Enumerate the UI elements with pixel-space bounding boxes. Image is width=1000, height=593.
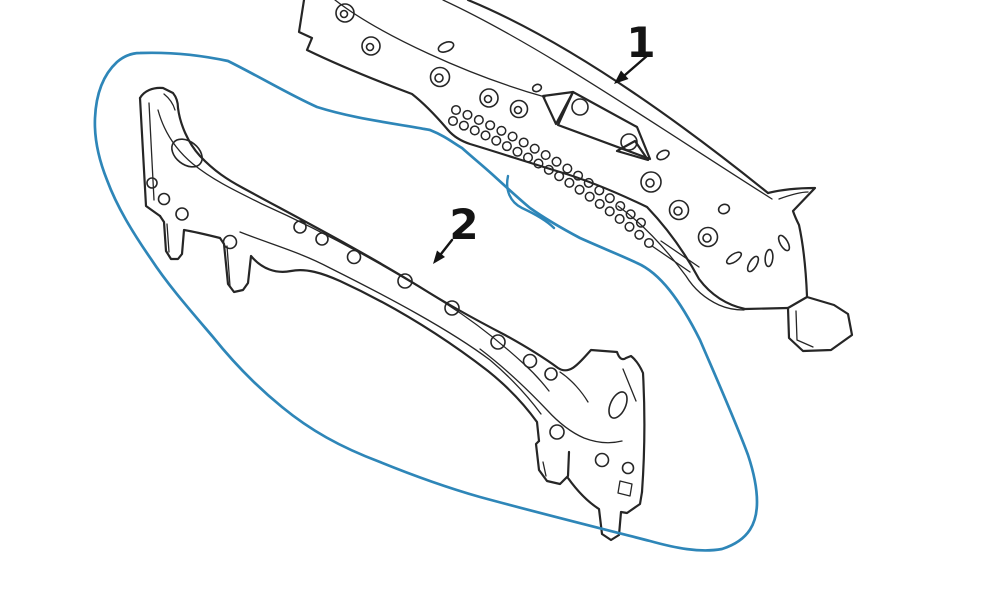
callout-1[interactable]: 1 [614, 18, 656, 84]
part1-foot-inner [795, 310, 814, 348]
part1-plate-gusset-right [615, 139, 650, 162]
part1-bottom-inner-edge [617, 205, 745, 311]
part1-flange-hatch [651, 240, 700, 273]
part2-feet [566, 476, 644, 542]
part2-crease-lower [239, 231, 542, 415]
callout-2-label[interactable]: 2 [449, 200, 478, 249]
perforation-dots [447, 104, 655, 249]
part1-fin [766, 186, 817, 298]
part2-bracket-notch [542, 461, 547, 477]
part-1-drawing[interactable] [297, 0, 854, 353]
part1-top-inner-edge [442, 0, 773, 200]
part2-flange-opening [171, 138, 203, 168]
selection-loop-closure [506, 174, 556, 230]
part2-inner-contour [479, 348, 623, 444]
part1-plate-gusset-left [541, 90, 575, 126]
callout-1-arrow [623, 53, 650, 77]
part2-endplate-hatch [622, 368, 637, 402]
part1-grommets [335, 3, 719, 248]
part2-outer-contour [138, 86, 646, 494]
part1-fin-inner [778, 191, 809, 200]
callout-1-arrowhead [614, 70, 629, 84]
part2-left-inner-edge [148, 102, 155, 201]
part2-corner-inner [163, 93, 176, 111]
part2-left-edge [138, 96, 162, 218]
part1-plate [556, 90, 652, 161]
part2-endplate-opening [608, 391, 628, 419]
selection-loop [93, 51, 759, 552]
part2-lower-bracket [534, 439, 571, 486]
part-2-drawing[interactable] [138, 86, 646, 542]
part2-holes [146, 177, 635, 475]
part1-bottom-edge [297, 0, 790, 311]
callout-2-arrowhead [433, 250, 445, 264]
part2-foot-notch [617, 480, 633, 497]
part1-foot-bracket [786, 295, 854, 353]
callout-1-label[interactable]: 1 [626, 18, 655, 67]
part2-tab-inner [166, 223, 231, 287]
callout-2-arrow [439, 238, 454, 256]
part2-saddle-inner [559, 371, 589, 403]
part1-plate-hole [571, 98, 589, 116]
part2-bottom-edge [158, 214, 541, 443]
part1-top-edge [466, 0, 770, 195]
callout-2[interactable]: 2 [433, 200, 479, 264]
part1-slots [437, 41, 791, 273]
part1-plate-hole [620, 133, 638, 151]
